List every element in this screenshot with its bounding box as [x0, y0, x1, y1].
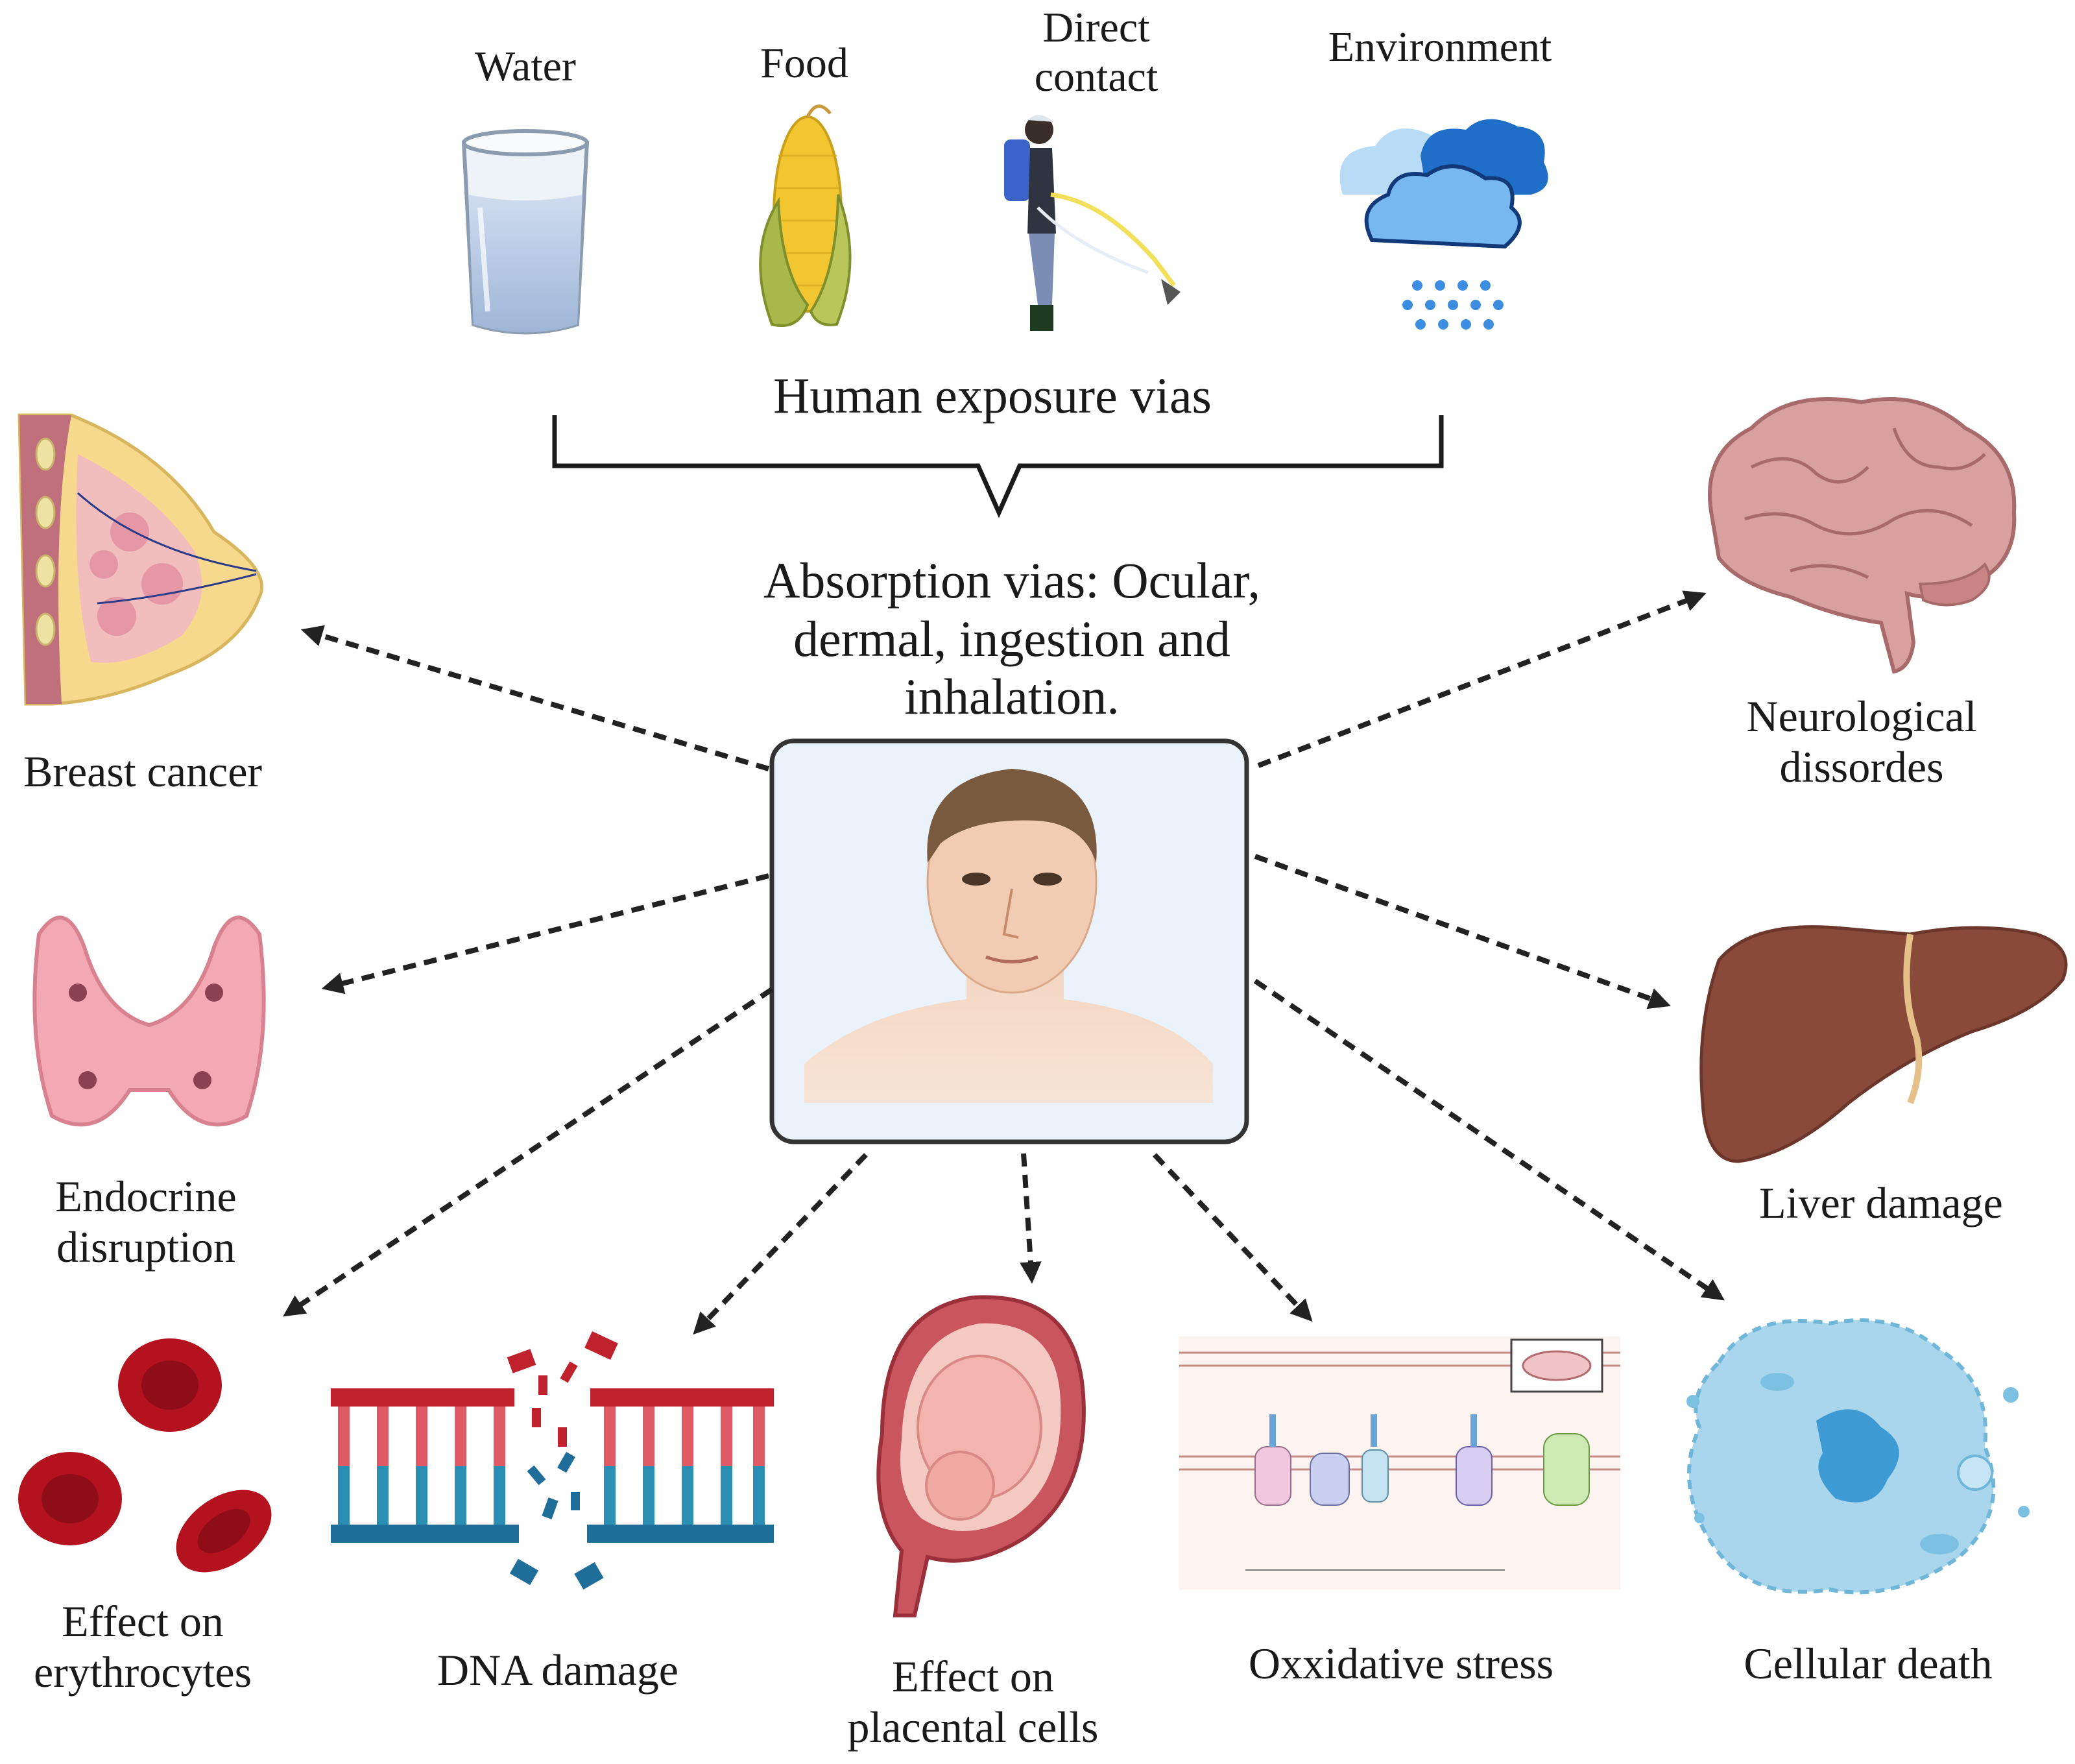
absorption-line-1: Absorption vias: Ocular,	[763, 552, 1260, 609]
red-blood-cells-icon	[18, 1338, 272, 1573]
center-person-box	[769, 738, 1249, 1144]
effect-dna-label: DNA damage	[437, 1645, 678, 1695]
arrow-erythrocytes	[283, 987, 774, 1317]
fetus-uterus-icon	[876, 1295, 1086, 1617]
absorption-line-3: inhalation.	[904, 668, 1120, 725]
human-portrait-icon	[804, 769, 1213, 1103]
effect-endocrine-label: Endocrine disruption	[0, 1171, 292, 1272]
electron-transport-chain-icon	[1179, 1336, 1620, 1589]
effect-placental-label: Effect on placental cells	[791, 1651, 1155, 1752]
absorption-line-2: dermal, ingestion and	[793, 610, 1230, 667]
water-glass-icon	[461, 129, 590, 335]
effect-endocrine-line-2: disruption	[56, 1222, 235, 1272]
effect-erythrocytes-line-1: Effect on	[62, 1597, 224, 1646]
exposure-title: Human exposure vias	[773, 367, 1212, 424]
dying-cell-icon	[1686, 1318, 2030, 1595]
effect-neurological-line-1: Neurological	[1746, 692, 1977, 741]
brain-icon	[1708, 397, 2017, 674]
liver-icon	[1699, 925, 2068, 1163]
effect-placental-line-2: placental cells	[847, 1702, 1099, 1752]
absorption-text: Absorption vias: Ocular, dermal, ingesti…	[668, 551, 1356, 726]
thyroid-icon	[32, 915, 266, 1127]
arrow-cellular	[1253, 978, 1725, 1301]
effect-placental-line-1: Effect on	[892, 1652, 1054, 1701]
source-water-label: Water	[475, 43, 576, 90]
arrow-oxidative	[1153, 1153, 1313, 1322]
arrow-dna	[693, 1153, 868, 1335]
source-food-label: Food	[760, 40, 848, 87]
broken-dna-icon	[331, 1331, 774, 1590]
effect-erythrocytes-label: Effect on erythrocytes	[0, 1596, 285, 1697]
corn-icon	[759, 104, 852, 327]
effect-breast-cancer-label: Breast cancer	[23, 747, 263, 796]
sprayer-worker-icon	[1004, 115, 1181, 331]
effect-arrows	[283, 590, 1725, 1335]
effect-neurological-label: Neurological dissordes	[1686, 691, 2037, 792]
effect-cellular-label: Cellular death	[1744, 1639, 1993, 1688]
arrow-neurological	[1257, 590, 1707, 768]
effect-erythrocytes-line-2: erythrocytes	[33, 1647, 252, 1697]
arrow-breast-cancer	[300, 625, 770, 771]
breast-anatomy-icon	[18, 413, 264, 706]
rain-cloud-icon	[1339, 119, 1548, 330]
arrow-placental	[1020, 1153, 1042, 1284]
source-environment-label: Environment	[1328, 23, 1552, 71]
effect-oxidative-label: Oxxidative stress	[1248, 1639, 1554, 1688]
effect-neurological-line-2: dissordes	[1779, 742, 1944, 792]
exposure-brace	[552, 415, 1444, 518]
arrow-endocrine	[321, 873, 769, 995]
source-direct-contact-line-1: Direct	[1042, 4, 1150, 51]
source-direct-contact-line-2: contact	[1034, 53, 1158, 101]
arrow-liver	[1254, 854, 1671, 1009]
source-direct-contact-label: Direct contact	[1012, 3, 1181, 102]
effect-liver-label: Liver damage	[1759, 1178, 2003, 1227]
effect-endocrine-line-1: Endocrine	[55, 1172, 237, 1221]
